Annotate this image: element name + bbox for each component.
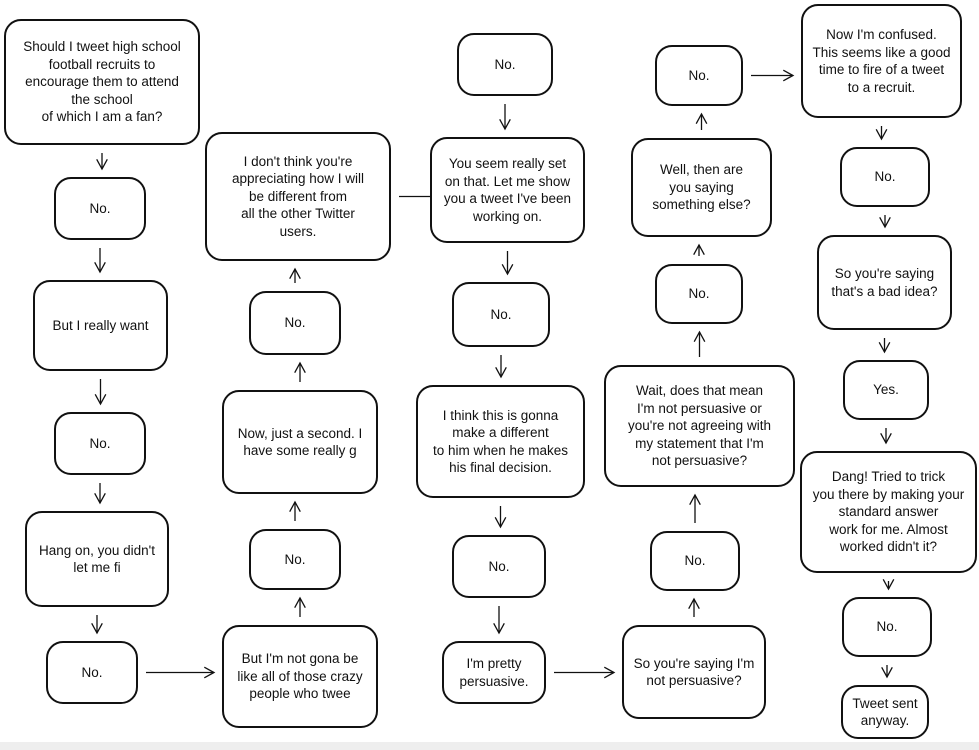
node-no-7: No. — [452, 282, 550, 347]
node-make-a-different: I think this is gonna make a different t… — [416, 385, 585, 498]
node-no-9: No. — [650, 531, 740, 591]
node-bad-idea: So you're saying that's a bad idea? — [817, 235, 952, 330]
node-no-2: No. — [54, 412, 146, 475]
node-something-else: Well, then are you saying something else… — [631, 138, 772, 237]
flow-arrow-22 — [695, 112, 708, 130]
flow-arrow-2 — [94, 248, 106, 274]
flow-arrow-28 — [882, 578, 895, 591]
node-no-12: No. — [840, 147, 930, 207]
node-yes: Yes. — [843, 360, 929, 420]
flow-arrow-10 — [289, 267, 301, 283]
flow-arrow-12 — [499, 104, 511, 131]
flow-arrow-23 — [751, 69, 795, 82]
flow-arrow-4 — [94, 483, 106, 505]
node-hang-on: Hang on, you didn't let me fi — [25, 511, 169, 607]
node-dang-tried-to-trick: Dang! Tried to trick you there by making… — [800, 451, 977, 573]
node-not-gona-be-like: But I'm not gona be like all of those cr… — [222, 625, 378, 728]
node-but-i-really-want: But I really want — [33, 280, 168, 371]
node-no-1: No. — [54, 177, 146, 240]
flow-arrow-24 — [875, 126, 888, 141]
flow-arrow-16 — [493, 606, 505, 635]
flow-arrow-5 — [91, 615, 103, 635]
node-no-10: No. — [655, 264, 743, 324]
flow-arrow-8 — [289, 500, 301, 521]
flow-arrow-17 — [554, 666, 616, 679]
node-really-set: You seem really set on that. Let me show… — [430, 137, 585, 243]
flow-arrow-13 — [501, 251, 514, 276]
node-no-6: No. — [457, 33, 553, 96]
flow-arrow-6 — [146, 666, 216, 679]
node-just-a-second: Now, just a second. I have some really g — [222, 390, 378, 494]
flow-arrow-3 — [94, 379, 107, 406]
flow-arrow-19 — [689, 493, 701, 523]
node-tweet-sent-anyway: Tweet sent anyway. — [841, 685, 929, 739]
flow-arrow-20 — [693, 330, 706, 357]
node-not-appreciating: I don't think you're appreciating how I … — [205, 132, 391, 261]
flow-arrow-7 — [294, 596, 306, 617]
node-saying-not-persuasive: So you're saying I'm not persuasive? — [622, 625, 766, 719]
flow-arrow-29 — [881, 665, 893, 679]
node-no-13: No. — [842, 597, 932, 657]
flow-arrow-21 — [693, 243, 705, 256]
flow-arrow-9 — [294, 361, 306, 382]
flow-arrow-27 — [880, 428, 892, 445]
flow-arrow-1 — [96, 153, 108, 171]
edge-layer — [91, 69, 895, 679]
node-no-8: No. — [452, 535, 546, 598]
bottom-strip — [0, 742, 979, 750]
flow-arrow-26 — [878, 338, 891, 354]
node-no-5: No. — [249, 291, 341, 355]
flow-arrow-25 — [879, 215, 891, 229]
node-no-4: No. — [249, 529, 341, 590]
flow-arrow-14 — [495, 355, 507, 379]
node-question-tweet-recruits: Should I tweet high school football recr… — [4, 19, 200, 145]
node-no-11: No. — [655, 45, 743, 106]
node-now-im-confused: Now I'm confused. This seems like a good… — [801, 4, 962, 118]
node-no-3: No. — [46, 641, 138, 704]
node-wait-does-that-mean: Wait, does that mean I'm not persuasive … — [604, 365, 795, 487]
node-pretty-persuasive: I'm pretty persuasive. — [442, 641, 546, 704]
flow-arrow-18 — [688, 597, 700, 617]
flow-arrow-15 — [494, 506, 507, 529]
